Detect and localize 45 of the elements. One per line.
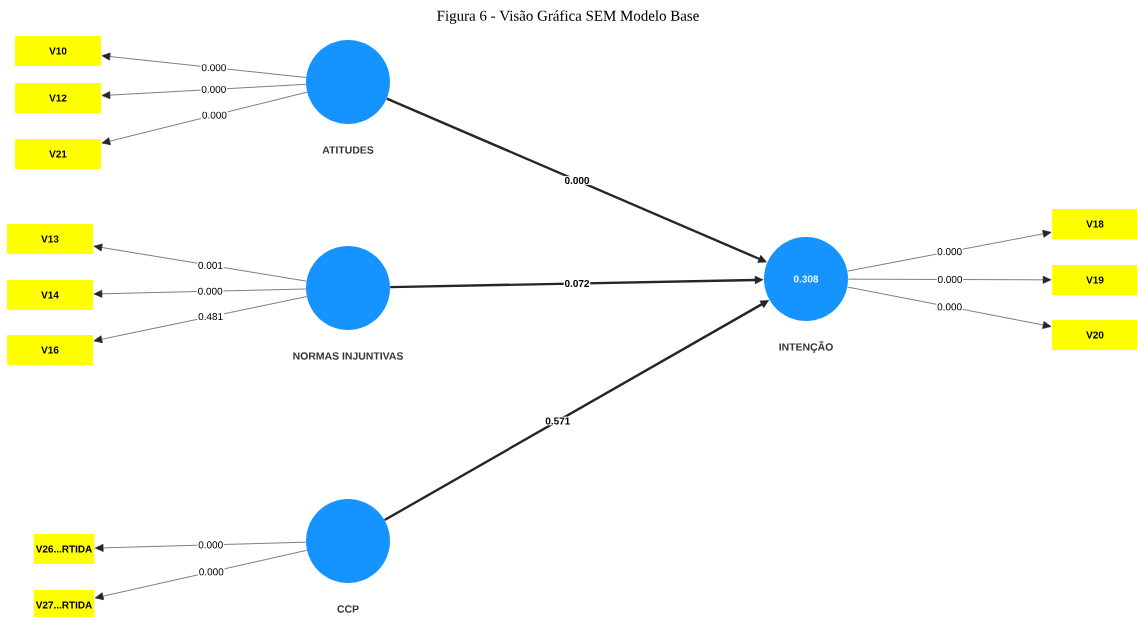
edge-label: 0.571 (545, 417, 570, 425)
edge-label: 0.000 (937, 248, 962, 256)
node-label: CCP (337, 605, 359, 613)
arrow (94, 541, 307, 552)
indicator-box: V13 (7, 224, 93, 254)
edge-label: 0.000 (564, 176, 590, 184)
arrow (101, 91, 308, 145)
edge-label: 0.481 (198, 313, 223, 321)
indicator-box: V16 (7, 335, 93, 365)
node-label: ATITUDES (322, 146, 374, 154)
indicator-box: V20 (1052, 320, 1137, 350)
edge-label: 0.000 (937, 275, 963, 283)
figure-title: Figura 6 - Visão Gráfica SEM Modelo Base (437, 10, 699, 24)
arrow (93, 296, 307, 344)
edge-label: 0.000 (201, 64, 226, 72)
latent-variable: ATITUDES (306, 40, 390, 154)
edge-label: 0.000 (199, 568, 224, 576)
arrow (94, 549, 308, 601)
indicator-box: V21 (15, 139, 101, 169)
edge-label: 0.000 (201, 85, 226, 93)
arrow (101, 52, 307, 78)
node-label: NORMAS INJUNTIVAS (293, 352, 403, 360)
edge-label: 0.072 (564, 279, 590, 287)
indicator-box: V18 (1052, 209, 1137, 239)
indicator-box: V10 (15, 36, 101, 66)
edge-label: 0.000 (937, 303, 962, 311)
node-label: INTENÇÃO (779, 341, 833, 353)
arrow (93, 243, 307, 282)
arrow (847, 286, 1052, 329)
arrow (101, 84, 307, 100)
latent-variable: CCP (306, 499, 390, 613)
indicator-box: V14 (7, 280, 93, 310)
latent-variable: 0.308 INTENÇÃO (764, 237, 848, 353)
edge-label: 0.000 (198, 541, 223, 549)
edge-label: 0.001 (198, 261, 223, 269)
arrow (847, 229, 1052, 272)
edge-label: 0.000 (198, 287, 223, 295)
arrow (93, 288, 307, 298)
indicator-box: V27...RTIDA (33, 590, 95, 617)
arrow (847, 275, 1052, 284)
indicator-box: V26...RTIDA (33, 534, 95, 564)
indicator-box: V12 (15, 83, 101, 113)
edge-label: 0.000 (202, 111, 227, 119)
latent-variable: NORMAS INJUNTIVAS (293, 246, 403, 360)
indicator-box: V19 (1052, 265, 1137, 295)
